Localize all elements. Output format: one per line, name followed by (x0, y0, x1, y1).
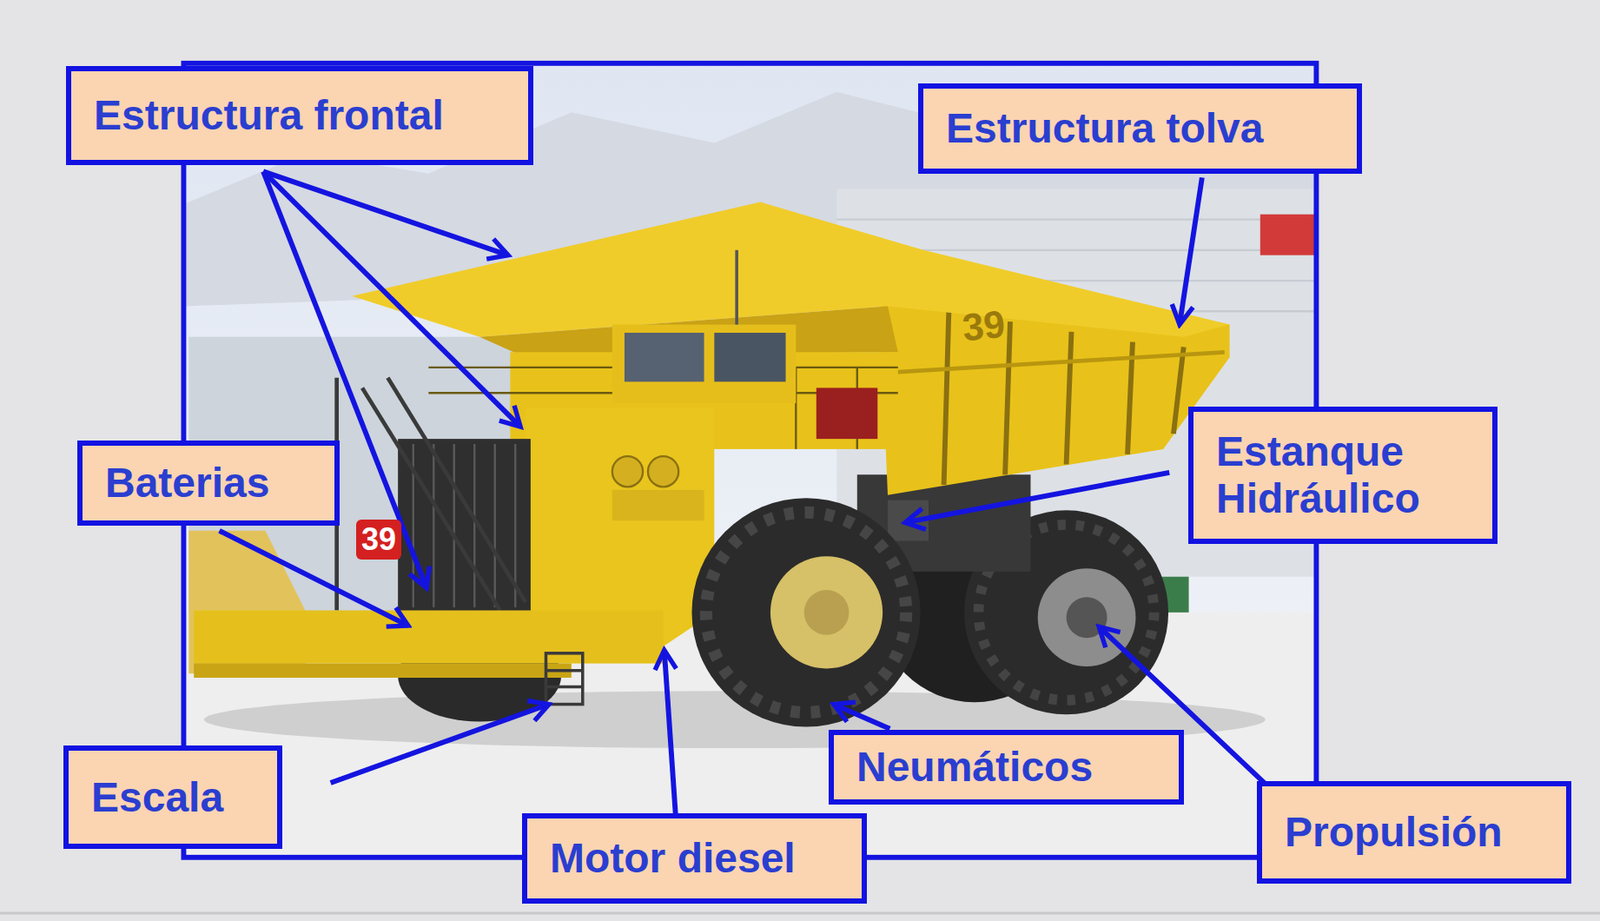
rear-rim (1038, 568, 1137, 667)
callout-label: Baterias (105, 459, 270, 507)
front-hub (804, 589, 850, 635)
front-rim (770, 555, 883, 668)
cab-window (714, 332, 786, 382)
headlight (647, 456, 679, 487)
leader-line (833, 704, 891, 729)
bumper-lower (193, 663, 572, 678)
red-sign (1260, 214, 1317, 256)
grille-bars (413, 443, 516, 608)
callout-label: Estanque Hidráulico (1216, 428, 1474, 523)
front-tread (706, 512, 906, 713)
callout-label: Escala (91, 773, 224, 821)
bottom-rule (0, 912, 1600, 915)
stairs (337, 377, 526, 611)
front-tire (691, 497, 920, 727)
leader-line (330, 704, 549, 783)
leader-line (1179, 177, 1203, 324)
callout-box: Motor diesel (522, 813, 867, 904)
callout-label: Propulsión (1284, 808, 1503, 856)
bumper (193, 609, 663, 663)
ladder (545, 653, 582, 705)
callout-label: Motor diesel (549, 834, 796, 882)
callout-box: Estanque Hidráulico (1188, 406, 1498, 544)
leader-lines (219, 171, 1266, 814)
callout-box: Estructura tolva (918, 83, 1362, 174)
truck-number: 39 (960, 302, 1008, 351)
photo-sky (183, 63, 1316, 858)
headlight (612, 456, 643, 487)
callout-box: Estructura frontal (66, 66, 534, 166)
callout-box: Neumáticos (828, 729, 1184, 805)
cab-window (624, 332, 705, 382)
callout-label: Neumáticos (856, 743, 1093, 791)
leader-line (263, 171, 509, 255)
light-bar (612, 489, 705, 521)
engine-part (816, 387, 878, 439)
callout-box: Propulsión (1256, 780, 1572, 884)
truck-number: 39 (356, 519, 402, 560)
callout-box: Baterias (77, 440, 340, 526)
dump-body-rail (887, 351, 1225, 372)
leader-line (664, 649, 676, 814)
callout-box: Escala (63, 745, 283, 849)
photo-frame (183, 63, 1316, 858)
antenna (734, 250, 739, 325)
callout-label: Estructura frontal (93, 92, 444, 139)
radiator-grille (397, 438, 531, 613)
leader-line (263, 171, 521, 427)
leader-line (905, 472, 1170, 523)
callout-label: Estructura tolva (945, 105, 1263, 153)
cab (612, 324, 796, 404)
